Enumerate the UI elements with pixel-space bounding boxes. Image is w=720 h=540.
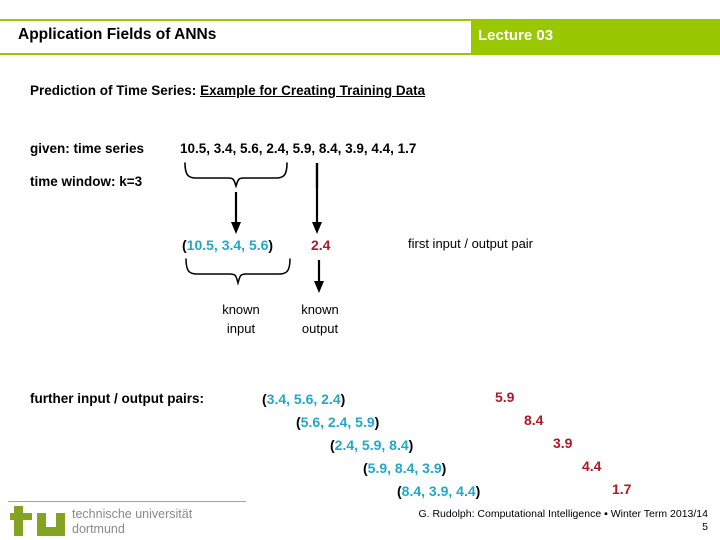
known-output-caption: known output — [291, 300, 349, 338]
given-label: given: time series — [30, 141, 145, 156]
further-tuple-row-3: (2.4, 5.9, 8.4) — [330, 437, 413, 453]
further-output-row-4: 4.4 — [582, 458, 602, 474]
row5-close-paren: ) — [475, 483, 481, 499]
given-time-series: 10.5, 3.4, 5.6, 2.4, 5.9, 8.4, 3.9, 4.4,… — [180, 141, 417, 156]
tu-logo-text-line1: technische universität — [72, 507, 193, 521]
known-input-caption-line2: input — [226, 321, 256, 336]
further-output-row-3: 3.9 — [553, 435, 573, 451]
row2-open-paren: ( — [296, 414, 301, 430]
further-output-row-1: 5.9 — [495, 389, 515, 405]
arrow-known-output-head — [314, 281, 324, 293]
row1-close-paren: ) — [340, 391, 346, 407]
row3-open-paren: ( — [330, 437, 335, 453]
first-input-tuple: (10.5, 3.4, 5.6) — [182, 237, 273, 253]
known-input-caption: known input — [208, 300, 274, 338]
first-tuple-open-paren: ( — [182, 237, 187, 253]
row2-close-paren: ) — [374, 414, 380, 430]
further-output-row-2: 8.4 — [524, 412, 544, 428]
row5-open-paren: ( — [397, 483, 402, 499]
row4-close-paren: ) — [441, 460, 447, 476]
tu-logo-text-line2: dortmund — [72, 522, 125, 536]
further-tuple-row-2: (5.6, 2.4, 5.9) — [296, 414, 379, 430]
subtitle-plain-part: Prediction of Time Series: — [30, 83, 197, 98]
tu-logo-text: technische universität dortmund — [72, 507, 192, 537]
lecture-label: Lecture 03 — [478, 27, 554, 44]
footer-divider — [8, 501, 246, 502]
page-title: Application Fields of ANNs — [18, 26, 217, 43]
known-input-caption-line1: known — [222, 302, 260, 317]
arrow-input-head — [231, 222, 241, 234]
tu-logo-mark — [10, 506, 65, 536]
tu-dortmund-logo: technische universität dortmund — [10, 505, 246, 537]
row4-open-paren: ( — [363, 460, 368, 476]
slide-subtitle: Prediction of Time Series: Example for C… — [30, 83, 425, 98]
first-tuple-values: 10.5, 3.4, 5.6 — [186, 237, 269, 253]
footer-credit: G. Rudolph: Computational Intelligence ▪… — [418, 508, 708, 520]
row2-values: 5.6, 2.4, 5.9 — [300, 414, 375, 430]
row3-close-paren: ) — [408, 437, 414, 453]
further-output-row-5: 1.7 — [612, 481, 632, 497]
further-tuple-row-1: (3.4, 5.6, 2.4) — [262, 391, 345, 407]
row1-open-paren: ( — [262, 391, 267, 407]
row4-values: 5.9, 8.4, 3.9 — [367, 460, 442, 476]
first-output-value: 2.4 — [311, 237, 331, 253]
row3-values: 2.4, 5.9, 8.4 — [334, 437, 409, 453]
footer-page-number: 5 — [702, 521, 708, 533]
known-output-caption-line1: known — [301, 302, 339, 317]
brace-upper-input — [184, 162, 288, 189]
subtitle-underlined-part: Example for Creating Training Data — [200, 83, 426, 98]
row1-values: 3.4, 5.6, 2.4 — [266, 391, 341, 407]
first-tuple-close-paren: ) — [268, 237, 274, 253]
brace-known-input — [185, 258, 291, 286]
first-pair-note: first input / output pair — [408, 236, 534, 251]
row5-values: 8.4, 3.9, 4.4 — [401, 483, 476, 499]
header-title-box — [0, 21, 471, 53]
time-window-label: time window: k=3 — [30, 174, 143, 189]
known-output-caption-line2: output — [301, 321, 339, 336]
further-tuple-row-5: (8.4, 3.9, 4.4) — [397, 483, 480, 499]
further-tuple-row-4: (5.9, 8.4, 3.9) — [363, 460, 446, 476]
arrow-output-head — [312, 222, 322, 234]
further-pairs-label: further input / output pairs: — [30, 391, 204, 406]
